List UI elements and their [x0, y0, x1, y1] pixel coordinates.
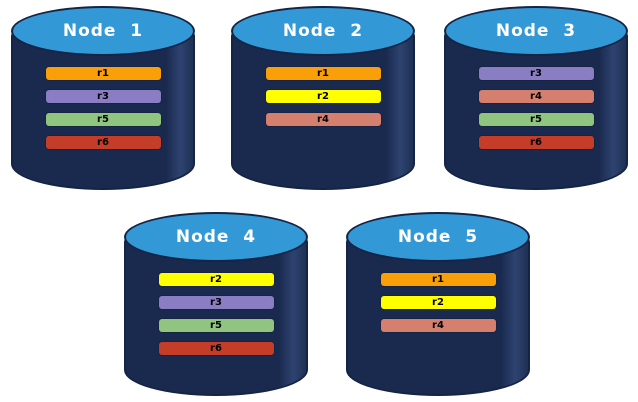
- replica-bar-r6: r6: [478, 136, 594, 149]
- cylinder-top: Node 3: [444, 6, 628, 56]
- replica-bar-r6: r6: [158, 342, 274, 355]
- cylinder-body: [346, 237, 530, 396]
- replica-bar-r2: r2: [380, 296, 496, 309]
- replica-bar-r1: r1: [265, 67, 381, 80]
- cylinder-body: [231, 31, 415, 190]
- replica-bar-r2: r2: [158, 273, 274, 286]
- replica-bar-r4: r4: [380, 319, 496, 332]
- replica-bar-r3: r3: [158, 296, 274, 309]
- cylinder-top: Node 5: [346, 212, 530, 262]
- replica-bar-r5: r5: [45, 113, 161, 126]
- replica-bar-r3: r3: [45, 90, 161, 103]
- replica-bar-r4: r4: [265, 113, 381, 126]
- node-3-cylinder: Node 3 r3 r4 r5 r6: [444, 6, 628, 190]
- node-4-cylinder: Node 4 r2 r3 r5 r6: [124, 212, 308, 396]
- replica-bar-r3: r3: [478, 67, 594, 80]
- cylinder-body: [444, 31, 628, 190]
- replica-list: r3 r4 r5 r6: [444, 67, 628, 149]
- replica-bar-r6: r6: [45, 136, 161, 149]
- cylinder-top: Node 2: [231, 6, 415, 56]
- replica-bar-r4: r4: [478, 90, 594, 103]
- replica-list: r1 r2 r4: [231, 67, 415, 126]
- node-5-cylinder: Node 5 r1 r2 r4: [346, 212, 530, 396]
- node-title: Node 3: [495, 21, 577, 41]
- cylinder-top: Node 1: [11, 6, 195, 56]
- node-title: Node 1: [62, 21, 144, 41]
- cylinder-body: [124, 237, 308, 396]
- node-title: Node 4: [175, 227, 257, 247]
- replica-bar-r5: r5: [158, 319, 274, 332]
- replica-bar-r1: r1: [45, 67, 161, 80]
- node-title: Node 2: [282, 21, 364, 41]
- node-1-cylinder: Node 1 r1 r3 r5 r6: [11, 6, 195, 190]
- replica-list: r1 r2 r4: [346, 273, 530, 332]
- replica-bar-r1: r1: [380, 273, 496, 286]
- replica-bar-r2: r2: [265, 90, 381, 103]
- replica-list: r1 r3 r5 r6: [11, 67, 195, 149]
- replica-bar-r5: r5: [478, 113, 594, 126]
- node-2-cylinder: Node 2 r1 r2 r4: [231, 6, 415, 190]
- cylinder-top: Node 4: [124, 212, 308, 262]
- node-title: Node 5: [397, 227, 479, 247]
- replica-list: r2 r3 r5 r6: [124, 273, 308, 355]
